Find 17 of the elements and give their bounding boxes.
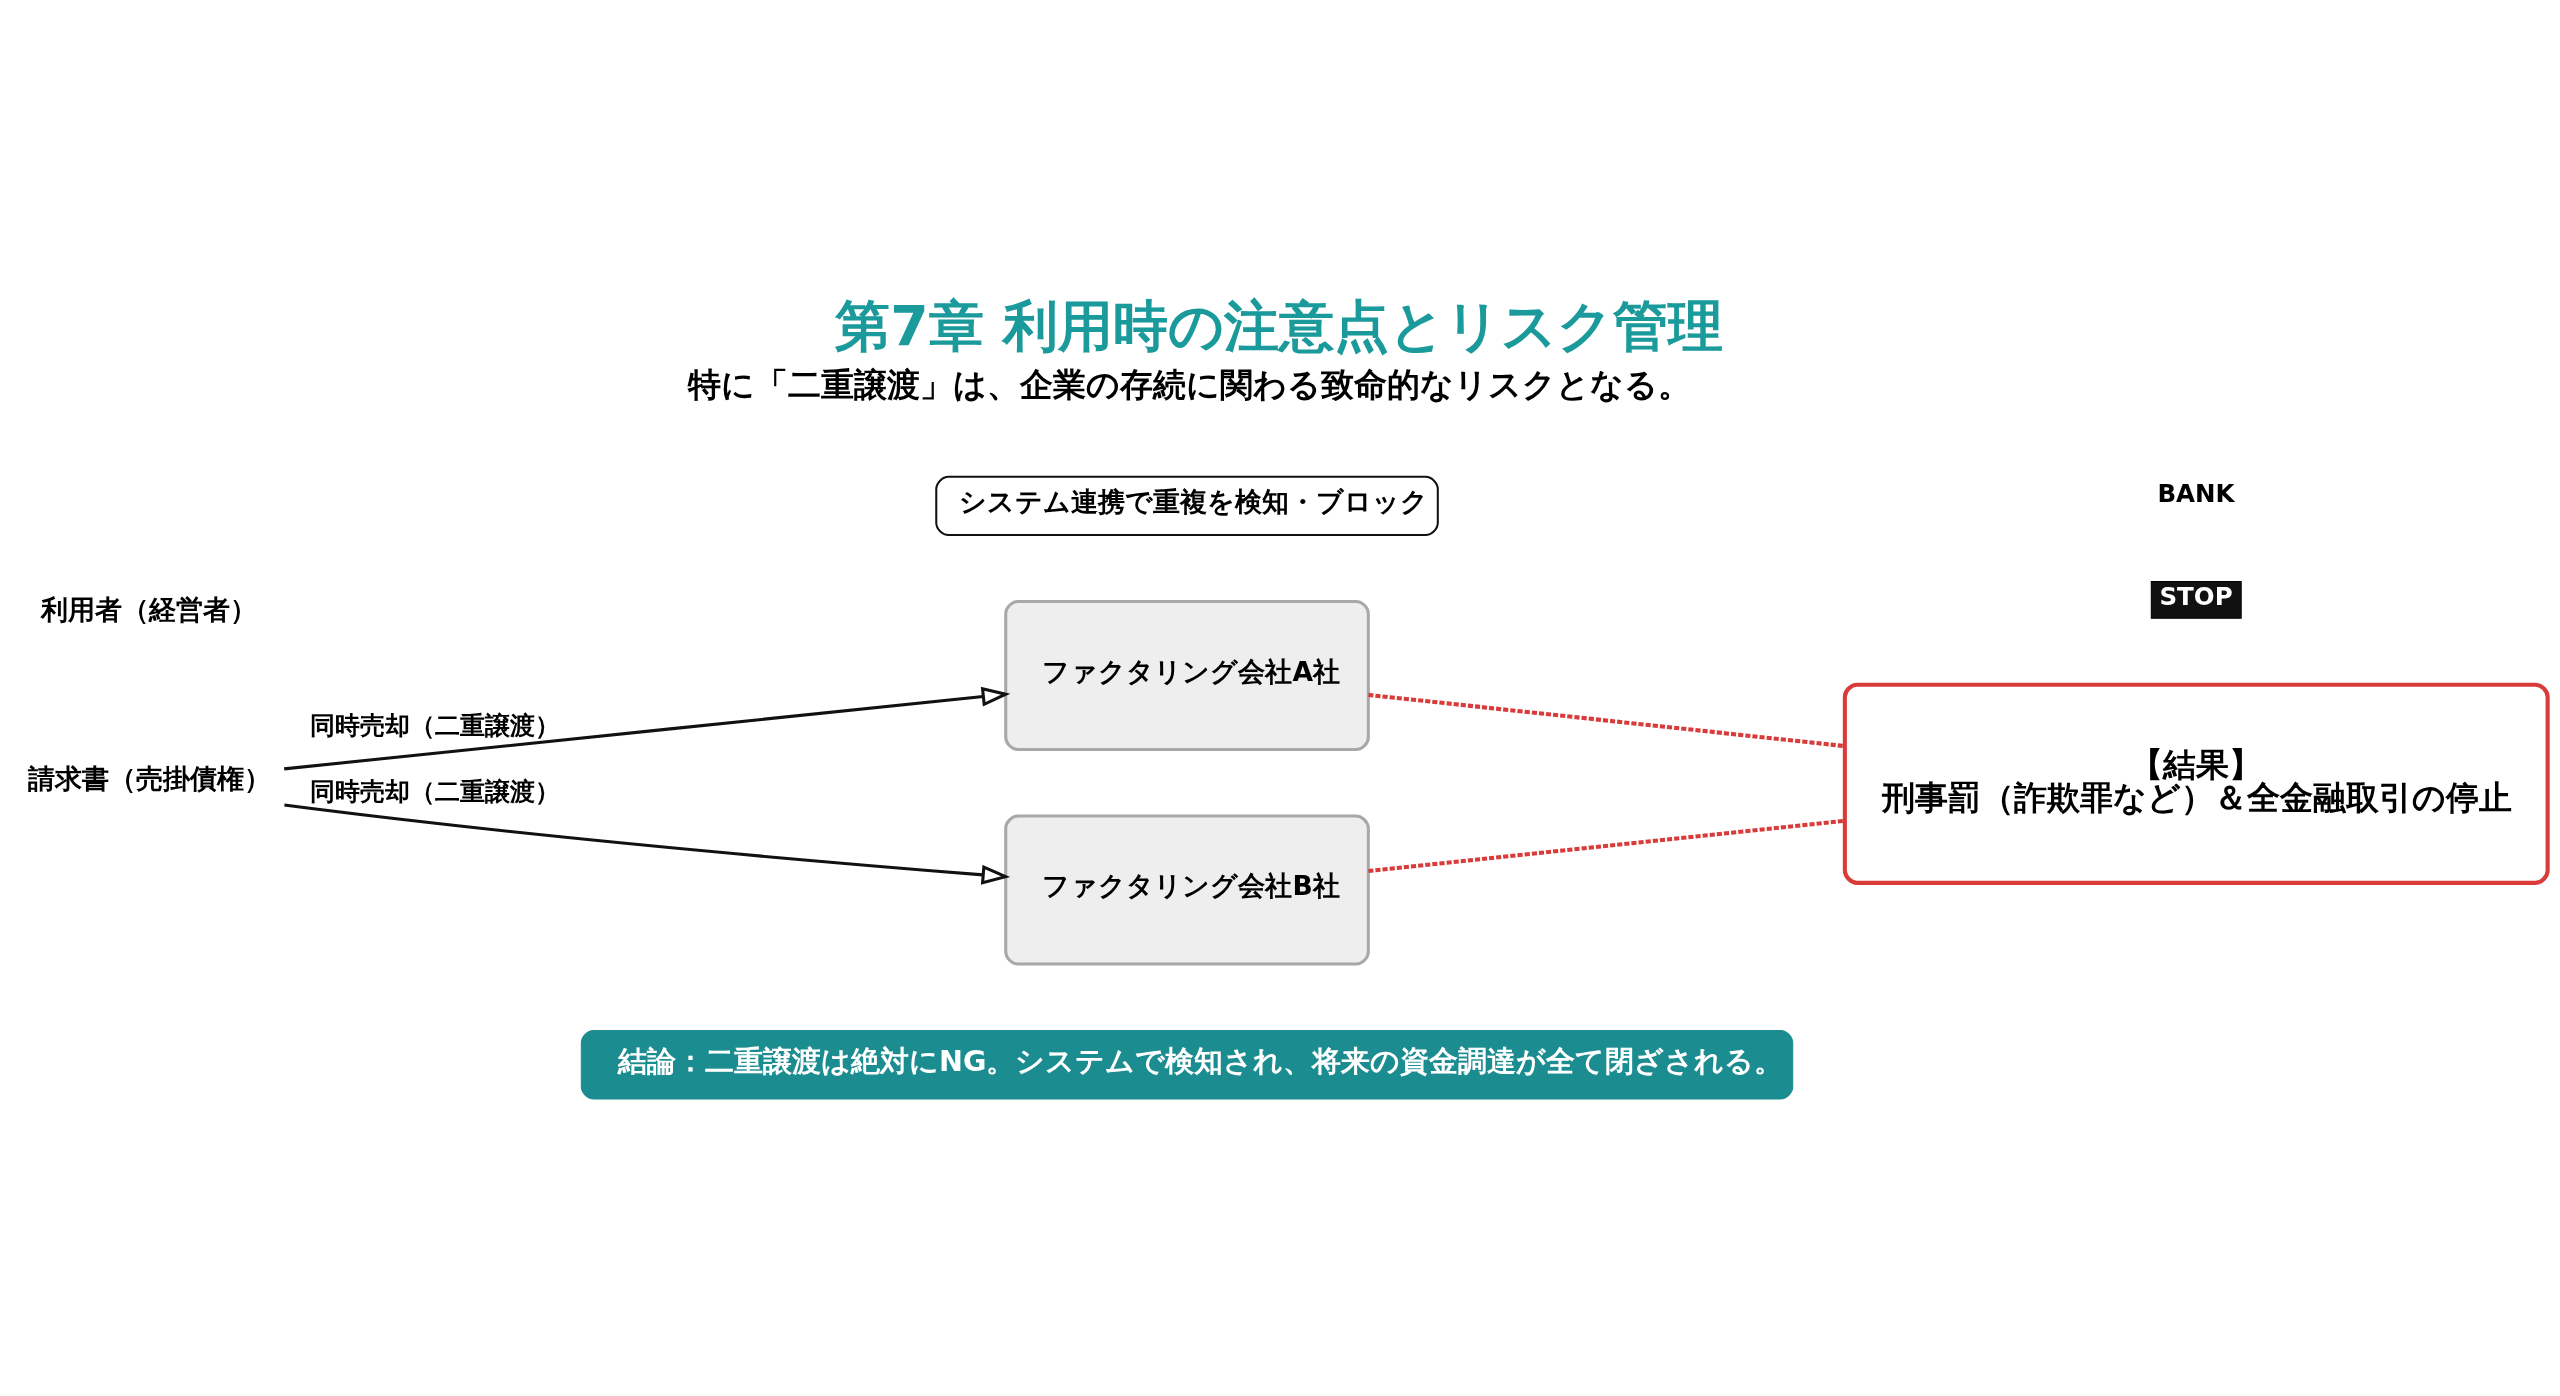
label: 特に「二重譲渡」は、企業の存続に関わる致命的なリスクとなる。 — [687, 365, 1691, 404]
connector — [1367, 818, 1845, 873]
arrow — [283, 686, 1010, 770]
node-box: ファクタリング会社B社 — [1003, 813, 1370, 966]
label: STOP — [2158, 581, 2233, 611]
node-text: 請求書（売掛債権） — [27, 762, 271, 794]
node-box: 【結果】 刑事罰（詐欺罪など）＆全金融取引の停止 — [1842, 682, 2550, 885]
node-box: 結論：二重譲渡は絶対にNG。システムで検知され、将来の資金調達が全て閉ざされる。 — [580, 1029, 1793, 1099]
label: BANK — [2156, 478, 2235, 508]
connector — [1367, 692, 1845, 748]
node-box: ファクタリング会社A社 — [1003, 599, 1370, 751]
edge-label: 同時売却（二重譲渡） — [309, 710, 560, 740]
edge-label: 同時売却（二重譲渡） — [309, 776, 560, 806]
arrow — [283, 802, 1010, 885]
node-box: システム連携で重複を検知・ブロック — [934, 475, 1439, 536]
diagram-title: 第7章 利用時の注意点とリスク管理 — [834, 293, 1723, 358]
node-text: 利用者（経営者） — [40, 593, 257, 625]
